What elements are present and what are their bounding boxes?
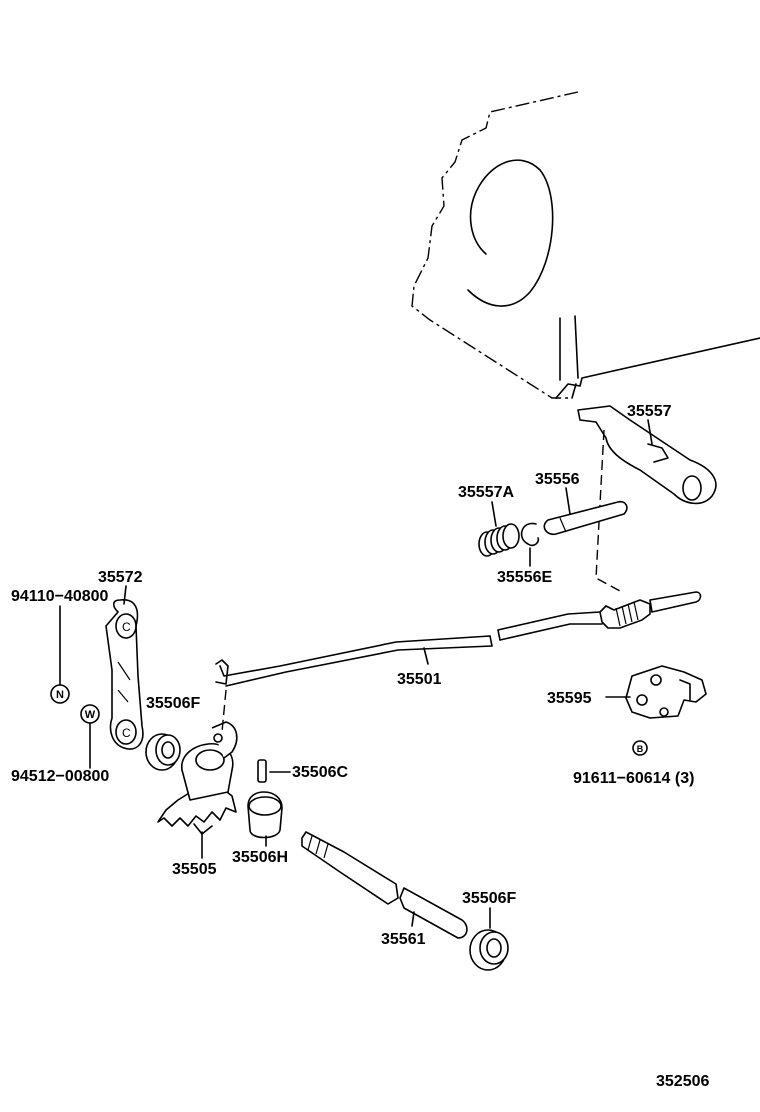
transmission-housing: [411, 91, 760, 399]
part-35561-shaft: [301, 831, 468, 939]
label-35506c: 35506C: [292, 764, 348, 781]
part-35506h-bushing: [247, 791, 283, 839]
part-35595-bracket: [625, 665, 707, 719]
label-94512: 94512−00800: [11, 768, 109, 785]
svg-text:C: C: [122, 620, 131, 634]
part-35506c-pin: [257, 759, 267, 783]
n-mark-symbol: N: [50, 684, 70, 704]
label-35556: 35556: [535, 471, 580, 488]
label-35572: 35572: [98, 569, 143, 586]
part-35506f-seal-upper: [145, 733, 181, 771]
label-35506f-upper: 35506F: [146, 695, 200, 712]
b-mark-symbol: B: [632, 740, 648, 756]
label-35506h: 35506H: [232, 849, 288, 866]
part-35556-pin: [543, 500, 628, 536]
label-91611: 91611−60614 (3): [573, 770, 694, 787]
figure-code: 352506: [656, 1073, 709, 1090]
label-35501: 35501: [397, 671, 442, 688]
label-35506f-lower: 35506F: [462, 890, 516, 907]
part-35572-link: C C: [105, 599, 144, 750]
label-35557a: 35557A: [458, 484, 514, 501]
part-35501-rod: [215, 611, 603, 687]
svg-text:W: W: [85, 709, 96, 721]
label-35557: 35557: [627, 403, 672, 420]
part-35557-lever: [577, 405, 717, 593]
label-35556e: 35556E: [497, 569, 552, 586]
part-35557a-spring: [478, 523, 520, 557]
part-cable-end-adjuster: [599, 591, 702, 629]
part-35506f-seal-lower: [469, 929, 509, 971]
svg-text:N: N: [56, 689, 64, 701]
part-35556e-clip: [520, 522, 540, 547]
label-35561: 35561: [381, 931, 426, 948]
svg-text:C: C: [122, 726, 131, 740]
svg-text:B: B: [637, 744, 644, 754]
part-35505-sector: [157, 689, 238, 835]
label-35505: 35505: [172, 861, 217, 878]
w-mark-symbol: W: [80, 704, 100, 724]
label-35595: 35595: [547, 690, 592, 707]
label-94110: 94110−40800: [11, 588, 109, 605]
